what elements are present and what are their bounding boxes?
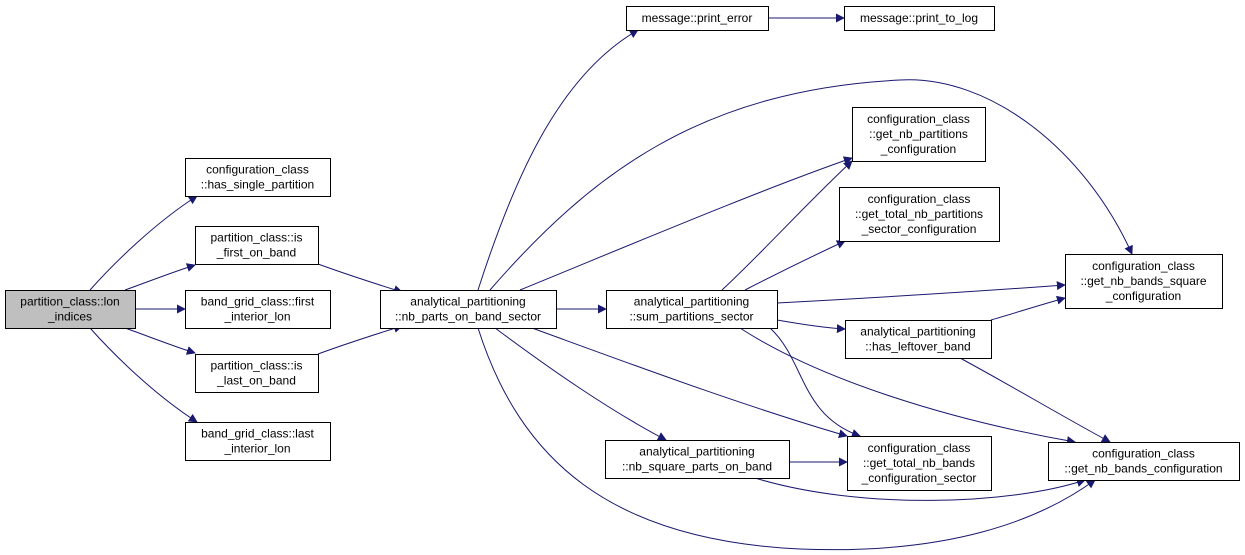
node-label-line: _interior_lon bbox=[223, 442, 290, 456]
node-label-line: ::sum_partitions_sector bbox=[629, 310, 753, 324]
edge-nb-parts-on-band-sector-to-print-error bbox=[477, 29, 639, 291]
node-label-line: analytical_partitioning bbox=[410, 295, 525, 309]
edge-lon-indices-to-last-interior-lon bbox=[89, 327, 198, 423]
node-label-line: _sector_configuration bbox=[861, 222, 977, 236]
edge-is-last-on-band-to-nb-parts-on-band-sector bbox=[317, 324, 403, 355]
node-get-total-nb-partitions-sector-configuration[interactable]: configuration_class::get_total_nb_partit… bbox=[839, 187, 1000, 242]
node-first-interior-lon[interactable]: band_grid_class::first_interior_lon bbox=[185, 290, 331, 329]
node-label-line: ::get_total_nb_partitions bbox=[855, 207, 983, 221]
edge-is-first-on-band-to-nb-parts-on-band-sector bbox=[317, 263, 403, 294]
edge-sum-partitions-sector-to-get-total-nb-partitions-sector-configuration bbox=[744, 240, 846, 291]
edge-nb-parts-on-band-sector-to-nb-square-parts-on-band bbox=[494, 327, 667, 441]
node-get-nb-bands-configuration[interactable]: configuration_class::get_nb_bands_config… bbox=[1048, 442, 1240, 481]
node-box bbox=[195, 354, 319, 393]
node-label-line: ::has_leftover_band bbox=[865, 340, 970, 354]
node-label-line: configuration_class bbox=[1092, 447, 1195, 461]
node-label-line: _configuration bbox=[880, 142, 956, 156]
node-box bbox=[606, 290, 778, 329]
node-label-line: configuration_class bbox=[206, 163, 309, 177]
node-label-line: _last_on_band bbox=[216, 374, 296, 388]
node-box bbox=[380, 290, 557, 329]
node-get-nb-partitions-configuration[interactable]: configuration_class::get_nb_partitions_c… bbox=[852, 107, 986, 162]
node-label-line: message::print_error bbox=[642, 11, 753, 25]
edge-lon-indices-to-has-single-partition bbox=[89, 195, 198, 291]
node-label-line: ::get_nb_bands_configuration bbox=[1064, 462, 1222, 476]
node-label-line: analytical_partitioning bbox=[860, 325, 975, 339]
node-is-last-on-band[interactable]: partition_class::is_last_on_band bbox=[195, 354, 319, 393]
node-box bbox=[626, 6, 769, 31]
node-label-line: _configuration_sector bbox=[861, 471, 977, 485]
edge-has-leftover-band-to-get-nb-bands-square-configuration bbox=[990, 295, 1066, 321]
node-box bbox=[185, 422, 331, 461]
node-label-line: _interior_lon bbox=[223, 310, 290, 324]
edge-lon-indices-to-is-last-on-band bbox=[124, 327, 196, 355]
node-label-line: analytical_partitioning bbox=[634, 295, 749, 309]
node-label-line: configuration_class bbox=[868, 441, 971, 455]
node-box bbox=[185, 290, 331, 329]
node-label-line: _first_on_band bbox=[216, 246, 296, 260]
node-sum-partitions-sector[interactable]: analytical_partitioning::sum_partitions_… bbox=[606, 290, 778, 329]
node-has-single-partition[interactable]: configuration_class::has_single_partitio… bbox=[185, 158, 331, 197]
edge-lon-indices-to-is-first-on-band bbox=[124, 263, 196, 291]
edge-sum-partitions-sector-to-get-total-nb-bands-configuration-sector bbox=[769, 327, 861, 438]
node-label-line: configuration_class bbox=[868, 192, 971, 206]
node-box bbox=[195, 226, 319, 265]
edge-sum-partitions-sector-to-get-nb-bands-configuration bbox=[739, 327, 1076, 446]
node-last-interior-lon[interactable]: band_grid_class::last_interior_lon bbox=[185, 422, 331, 461]
edge-nb-parts-on-band-sector-to-get-nb-partitions-configuration bbox=[519, 156, 853, 291]
node-box bbox=[1065, 254, 1223, 309]
node-print-error[interactable]: message::print_error bbox=[626, 6, 769, 31]
node-box bbox=[847, 436, 992, 491]
node-label-line: configuration_class bbox=[867, 112, 970, 126]
node-box bbox=[1048, 442, 1240, 481]
node-label-line: ::get_nb_partitions bbox=[869, 127, 968, 141]
node-label-line: ::has_single_partition bbox=[201, 178, 314, 192]
node-box bbox=[839, 187, 1000, 242]
node-box bbox=[845, 320, 992, 359]
node-label-line: configuration_class bbox=[1092, 259, 1195, 273]
node-label-line: partition_class::is bbox=[210, 359, 302, 373]
edge-has-leftover-band-to-get-nb-bands-configuration bbox=[959, 357, 1111, 443]
node-has-leftover-band[interactable]: analytical_partitioning::has_leftover_ba… bbox=[845, 320, 992, 359]
node-box bbox=[844, 6, 995, 31]
node-label-line: message::print_to_log bbox=[860, 11, 978, 25]
node-is-first-on-band[interactable]: partition_class::is_first_on_band bbox=[195, 226, 319, 265]
node-nb-parts-on-band-sector[interactable]: analytical_partitioning::nb_parts_on_ban… bbox=[380, 290, 557, 329]
edge-nb-parts-on-band-sector-to-get-total-nb-bands-configuration-sector bbox=[531, 327, 848, 439]
node-label-line: _configuration bbox=[1105, 289, 1181, 303]
edge-sum-partitions-sector-to-get-nb-partitions-configuration bbox=[721, 160, 853, 291]
node-box bbox=[605, 440, 790, 479]
node-print-to-log[interactable]: message::print_to_log bbox=[844, 6, 995, 31]
edge-nb-square-parts-on-band-to-get-nb-bands-configuration bbox=[754, 477, 1086, 501]
node-label-line: ::nb_parts_on_band_sector bbox=[395, 310, 541, 324]
node-label-line: analytical_partitioning bbox=[639, 445, 754, 459]
node-get-total-nb-bands-configuration-sector[interactable]: configuration_class::get_total_nb_bands_… bbox=[847, 436, 992, 491]
node-label-line: ::get_total_nb_bands bbox=[863, 456, 975, 470]
node-label-line: band_grid_class::first bbox=[201, 295, 315, 309]
edge-sum-partitions-sector-to-get-nb-bands-square-configuration bbox=[776, 281, 1066, 304]
edge-nb-parts-on-band-sector-to-get-nb-bands-square-configuration bbox=[489, 79, 1133, 291]
edge-nb-parts-on-band-sector-to-get-nb-bands-configuration bbox=[477, 327, 1096, 551]
edge-sum-partitions-sector-to-has-leftover-band bbox=[776, 319, 846, 334]
node-label-line: _indices bbox=[47, 310, 92, 324]
node-box bbox=[5, 290, 136, 329]
node-label-line: band_grid_class::last bbox=[201, 427, 314, 441]
node-get-nb-bands-square-configuration[interactable]: configuration_class::get_nb_bands_square… bbox=[1065, 254, 1223, 309]
node-label-line: ::get_nb_bands_square bbox=[1080, 274, 1206, 288]
node-label-line: ::nb_square_parts_on_band bbox=[622, 460, 772, 474]
node-nb-square-parts-on-band[interactable]: analytical_partitioning::nb_square_parts… bbox=[605, 440, 790, 479]
node-label-line: partition_class::lon bbox=[20, 295, 119, 309]
node-label-line: partition_class::is bbox=[210, 231, 302, 245]
node-lon-indices[interactable]: partition_class::lon_indices bbox=[5, 290, 136, 329]
node-box bbox=[852, 107, 986, 162]
node-box bbox=[185, 158, 331, 197]
